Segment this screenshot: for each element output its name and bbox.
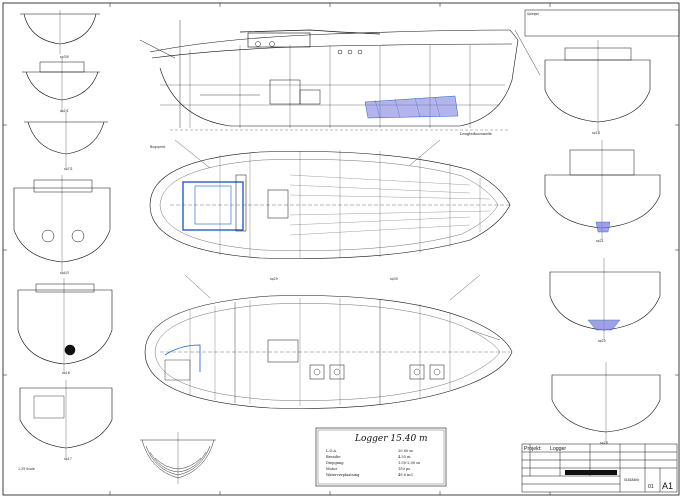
body-plan [140,432,216,484]
spec-value-1: 4.55 m [398,455,411,459]
hull-sheer-line [149,29,519,53]
section-label-9: sp25 [598,339,606,343]
section-label-4: sp4/3 [60,271,69,275]
section-label-8: sp21 [596,239,604,243]
spec-value-0: 20.00 m [398,449,413,453]
sheet-format: A1 [662,481,673,491]
spec-box [315,427,447,487]
spec-value-2: 1.50-2.00 m [398,461,420,465]
section-label-1: sp3/0 [60,55,69,59]
cabin-roof [239,29,381,35]
project-label: Projekt: [524,446,542,452]
border-ticks [3,3,679,495]
wheelhouse [247,32,311,48]
drawing-number: 015184hh [624,478,639,482]
side-elevation [139,20,541,131]
project-name: Logger [550,446,566,452]
top-right-box-label: Spiegel [527,12,539,16]
section-label-5: sp16 [62,371,70,375]
spec-value-3: 150 ps [398,467,410,471]
spec-value-4: 49.0 m3 [398,473,414,477]
section-label-2: sp2/1 [60,109,69,113]
spec-label-0: L.O.A. [326,449,337,453]
section-label-12: sp30 [390,277,398,281]
spec-label-3: Motor [326,467,337,471]
right-section-fill-1 [595,221,611,233]
spec-label-4: Waterverplaatsing [326,473,360,477]
section-label-11: sp29 [270,277,278,281]
section-label-6: sp17 [64,457,72,461]
sheet-number: 01 [648,484,654,490]
top-right-box [524,9,680,37]
right-section-fill-2 [587,319,621,331]
title-block-black-bar [565,470,617,475]
accommodation-plan [144,295,513,409]
leader-lines [174,139,501,341]
spec-title: Logger 15.40 m [354,434,428,444]
deck-line [151,43,513,59]
deck-plan [149,150,511,259]
hatch-note: Bugspriet [150,145,166,149]
spec-label-1: Breadte [326,455,341,459]
section-label-10: sp28 [600,441,608,445]
left-sections [13,10,113,458]
lower-hull-outline [144,295,513,409]
scale-note: 1:25 Scale [18,467,35,471]
deck-planking [289,174,491,236]
drawing-title-block [521,443,678,493]
section-label-7: sp18 [592,131,600,135]
longitudinal-label: Lengtedoorsnede [460,132,492,136]
hull-keel-line [159,39,519,127]
section-label-3: sp7/1 [64,167,73,171]
bilge-hatch-fill [364,95,459,119]
deckhouse-outline [182,174,247,232]
accommodation-blue-line [164,344,201,372]
spec-label-2: Diepgang [326,461,344,465]
